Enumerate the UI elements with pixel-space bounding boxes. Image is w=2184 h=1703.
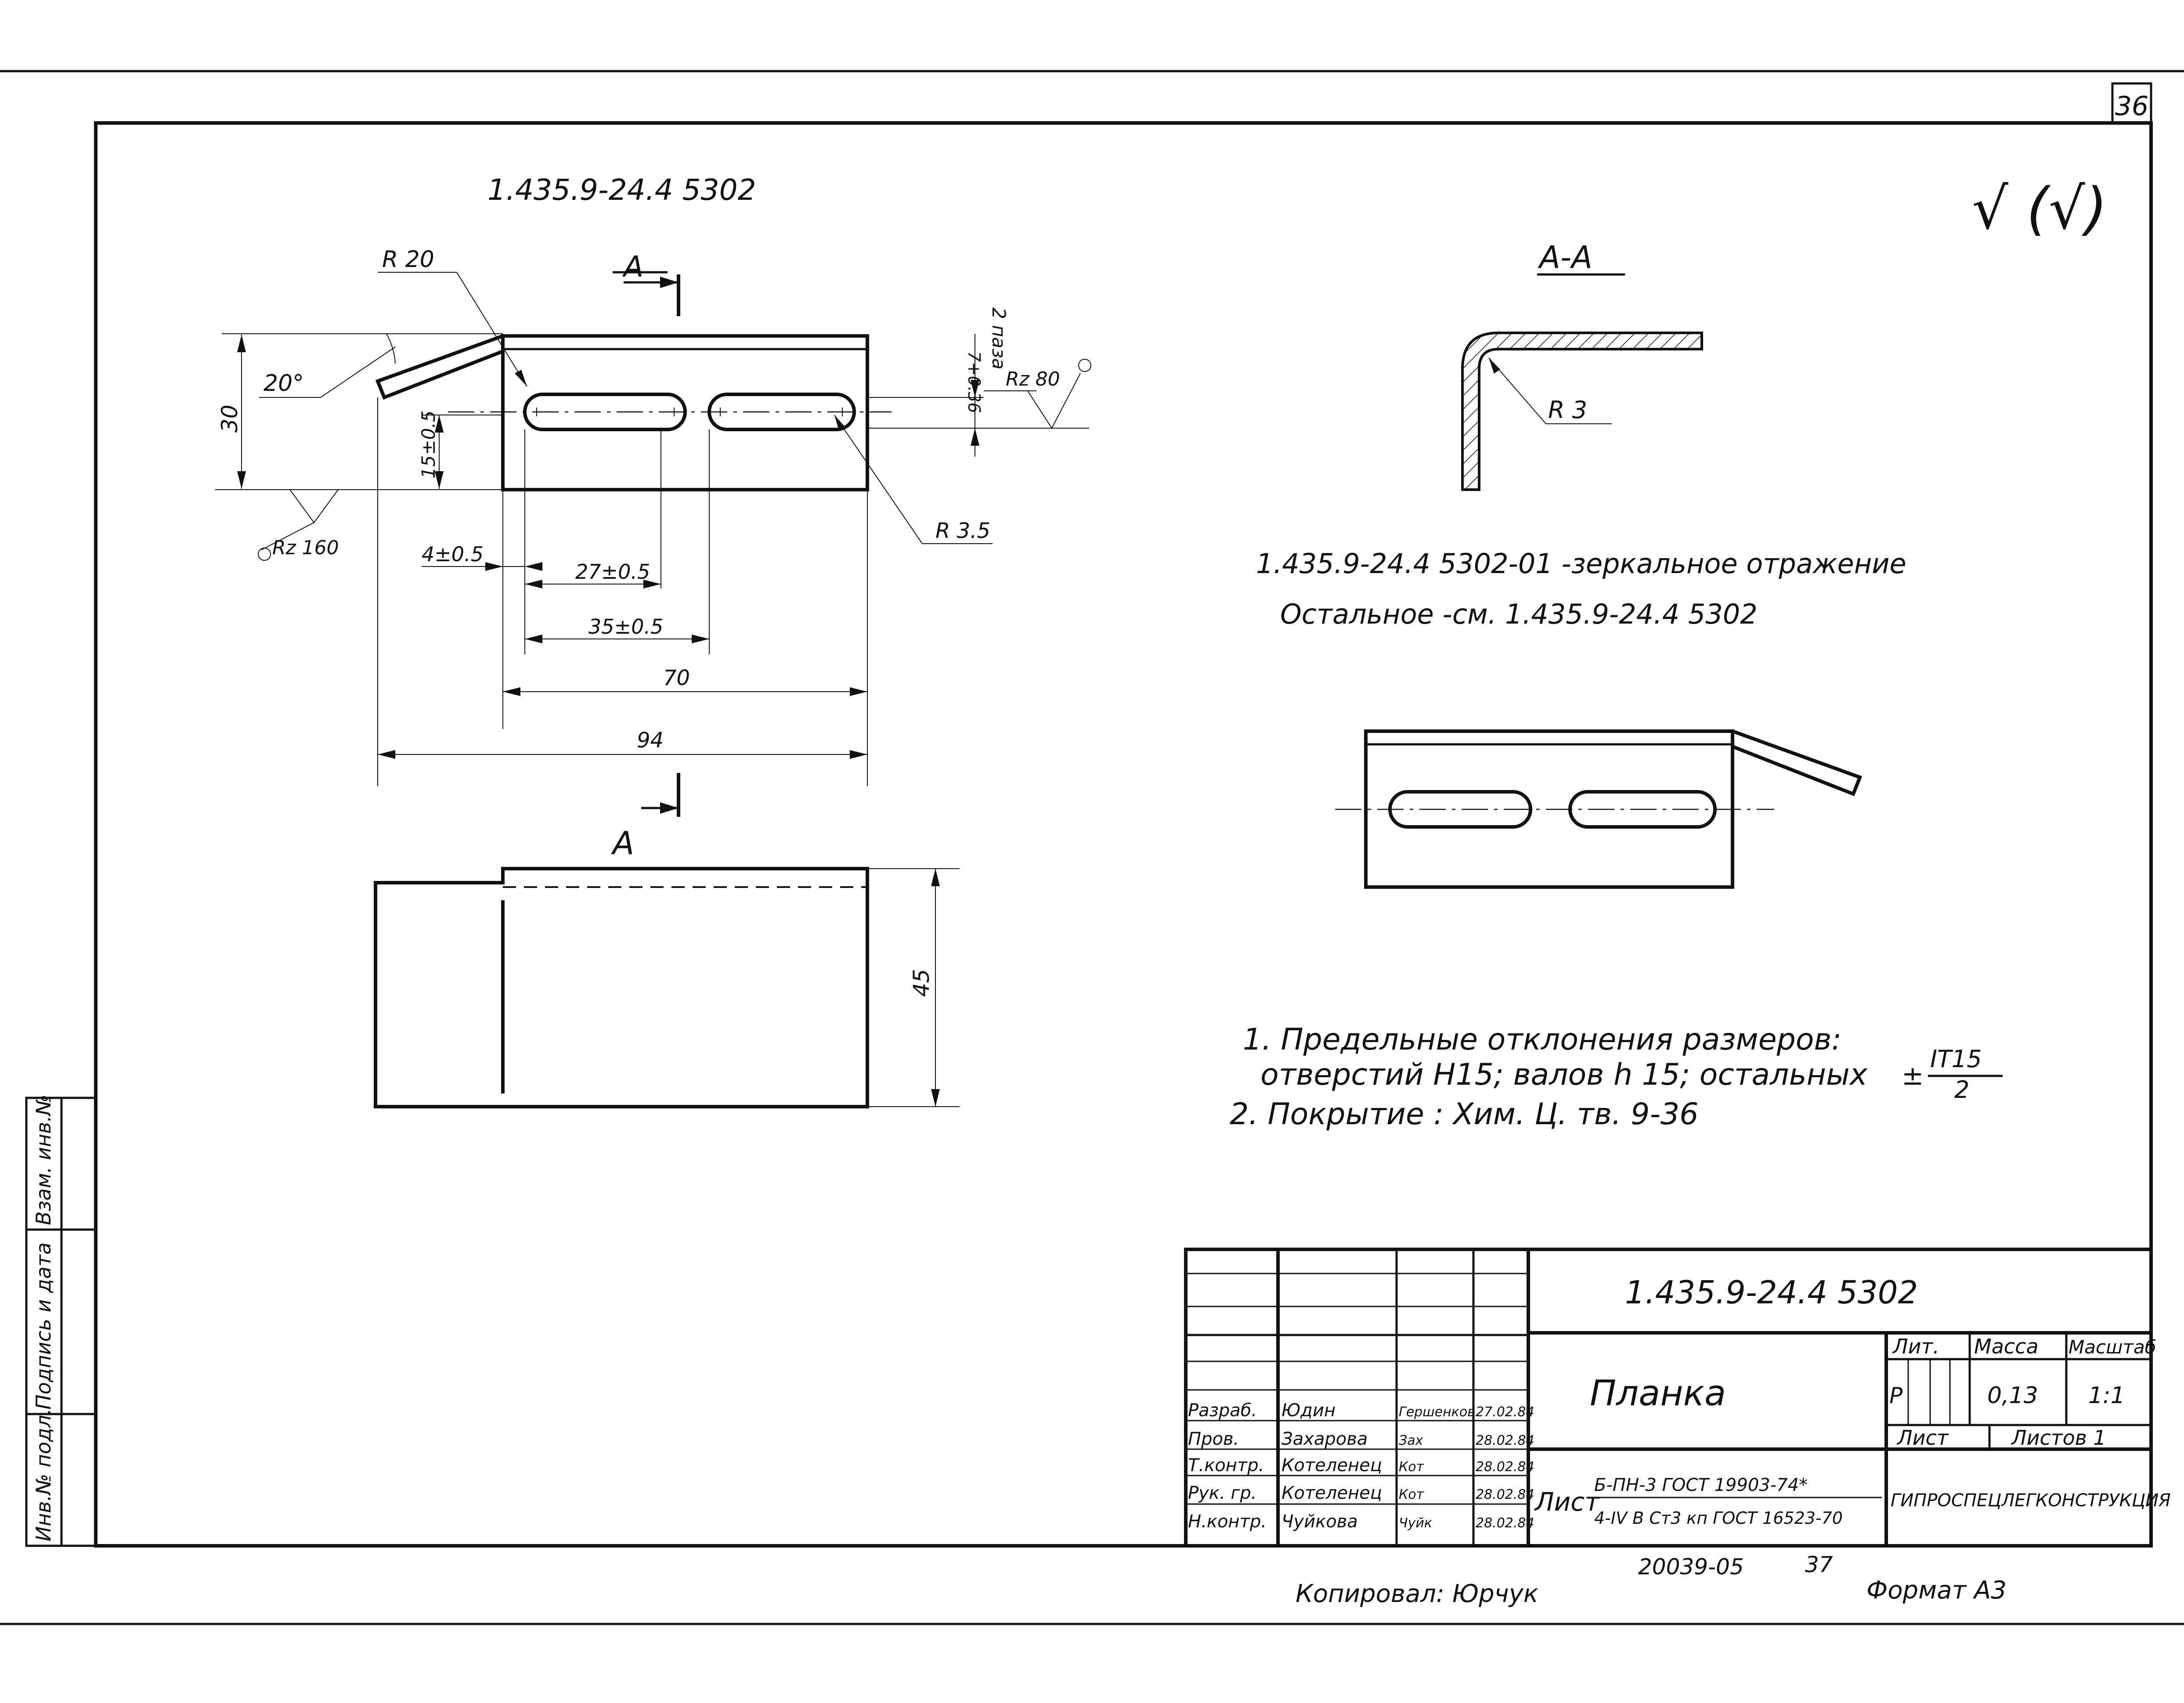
tb-staff-row-2: Т.контр. Котеленец Кот 28.02.84 bbox=[1188, 1455, 1534, 1476]
note-1a: 1. Предельные отклонения размеров: bbox=[1243, 1022, 1841, 1057]
page-number-box bbox=[2111, 82, 2152, 124]
drawing-frame bbox=[94, 121, 2153, 1548]
dim-27: 27±0.5 bbox=[575, 560, 650, 584]
note-pm: ± bbox=[1902, 1061, 1924, 1091]
tb-list: Лист bbox=[1896, 1426, 1949, 1450]
notes: 1. Предельные отклонения размеров: отвер… bbox=[1230, 1022, 2003, 1132]
tb-person: Захарова bbox=[1282, 1429, 1368, 1449]
dim-35: 35±0.5 bbox=[588, 615, 663, 639]
tb-staff-row-0: Разраб. Юдин Гершенков 27.02.84 bbox=[1188, 1400, 1534, 1421]
bottom-view: А 45 bbox=[374, 825, 960, 1108]
rough-rz80: Rz 80 bbox=[1006, 368, 1060, 390]
tb-material-prefix: Лист bbox=[1534, 1487, 1600, 1517]
dim-4: 4±0.5 bbox=[422, 542, 484, 566]
tb-staff-row-1: Пров. Захарова Зах 28.02.84 bbox=[1188, 1429, 1534, 1449]
tb-date: 27.02.84 bbox=[1476, 1404, 1534, 1420]
tb-staff-row-3: Рук. гр. Котеленец Кот 28.02.84 bbox=[1188, 1483, 1534, 1503]
roughness-symbol: √ (√) bbox=[1972, 175, 2107, 242]
note-tol-num: IT15 bbox=[1930, 1045, 1982, 1073]
tb-signature: Зах bbox=[1399, 1433, 1423, 1448]
tb-role: Разраб. bbox=[1188, 1400, 1257, 1421]
tb-head-lit: Лит. bbox=[1892, 1335, 1939, 1358]
dim-angle: 20° bbox=[264, 370, 304, 397]
tb-signature: Чуйк bbox=[1399, 1515, 1432, 1531]
section-mark-bottom: А bbox=[611, 825, 634, 862]
dim-r35: R 3.5 bbox=[935, 519, 990, 543]
variant-line-2: Остальное -см. 1.435.9-24.4 5302 bbox=[1280, 598, 1758, 630]
tb-lit-value: Р bbox=[1889, 1383, 1903, 1408]
note-tol-den: 2 bbox=[1954, 1076, 1969, 1104]
dim-45: 45 bbox=[909, 969, 934, 997]
title-block: 1.435.9-24.4 5302 Планка Лит. Масса Масш… bbox=[1184, 1248, 2171, 1548]
dim-94: 94 bbox=[637, 728, 664, 753]
note-1b: отверстий Н15; валов h 15; остальных bbox=[1260, 1057, 1868, 1092]
tb-staff-row-4: Н.контр. Чуйкова Чуйк 28.02.84 bbox=[1188, 1512, 1534, 1532]
dim-tol-top: 7+0.36 bbox=[964, 351, 984, 413]
section-radius: R 3 bbox=[1548, 396, 1587, 424]
tb-role: Н.контр. bbox=[1188, 1512, 1267, 1532]
tb-person: Котеленец bbox=[1282, 1483, 1382, 1503]
tb-date: 28.02.84 bbox=[1476, 1433, 1534, 1448]
tb-role: Рук. гр. bbox=[1188, 1483, 1257, 1503]
tb-lists: Листов 1 bbox=[2011, 1426, 2106, 1450]
sheet-format: Формат А3 bbox=[1866, 1576, 2007, 1605]
note-2: 2. Покрытие : Хим. Ц. тв. 9-36 bbox=[1230, 1097, 1699, 1132]
tb-person: Юдин bbox=[1282, 1400, 1336, 1421]
tb-org: ГИПРОСПЕЦЛЕГКОНСТРУКЦИЯ bbox=[1891, 1490, 2171, 1511]
archive-number: 20039-05 bbox=[1638, 1554, 1744, 1580]
copied-by: Копировал: Юрчук bbox=[1296, 1580, 1538, 1608]
dim-70: 70 bbox=[663, 666, 690, 690]
tb-code: 1.435.9-24.4 5302 bbox=[1625, 1274, 1918, 1311]
tb-head-scale: Масштаб bbox=[2068, 1336, 2156, 1358]
tb-signature: Кот bbox=[1399, 1459, 1425, 1475]
tb-name: Планка bbox=[1590, 1373, 1726, 1414]
tb-material-top: Б-ПН-3 ГОСТ 19903-74* bbox=[1594, 1475, 1808, 1495]
tb-date: 28.02.84 bbox=[1476, 1487, 1534, 1502]
tb-role: Т.контр. bbox=[1188, 1455, 1264, 1476]
dim-15: 15±0.5 bbox=[418, 411, 439, 479]
stamp-replace: Взам. инв.№ bbox=[32, 1094, 55, 1225]
tb-material-bottom: 4-IV В Ст3 кп ГОСТ 16523-70 bbox=[1594, 1508, 1843, 1528]
archive-sheet: 37 bbox=[1805, 1552, 1833, 1577]
mirror-view bbox=[1335, 729, 1863, 889]
page-number: 36 bbox=[2115, 91, 2148, 122]
stamp-sign-date: Подпись и дата bbox=[32, 1242, 55, 1410]
section-mark-top: А bbox=[622, 250, 643, 284]
tb-role: Пров. bbox=[1188, 1429, 1239, 1449]
rough-rz160: Rz 160 bbox=[272, 537, 339, 559]
tb-mass-value: 0,13 bbox=[1987, 1382, 2038, 1409]
side-stamp: Взам. инв.№ Подпись и дата Инв.№ подл. bbox=[25, 1094, 97, 1547]
stamp-inv-no: Инв.№ подл. bbox=[32, 1408, 55, 1541]
label-2-pazy: 2 паза bbox=[988, 307, 1010, 369]
part-code-label: 1.435.9-24.4 5302 bbox=[487, 173, 756, 207]
tb-signature: Кот bbox=[1399, 1487, 1425, 1502]
dim-r20: R 20 bbox=[382, 246, 434, 273]
section-view: А-А R 3 bbox=[1461, 239, 1703, 491]
tb-date: 28.02.84 bbox=[1476, 1515, 1534, 1531]
tb-date: 28.02.84 bbox=[1476, 1459, 1534, 1475]
tb-head-mass: Масса bbox=[1974, 1335, 2039, 1358]
tb-person: Котеленец bbox=[1282, 1455, 1382, 1476]
tb-person: Чуйкова bbox=[1282, 1512, 1358, 1532]
section-title: А-А bbox=[1538, 239, 1592, 275]
variant-line-1: 1.435.9-24.4 5302-01 -зеркальное отражен… bbox=[1256, 548, 1906, 580]
dim-30: 30 bbox=[217, 404, 242, 433]
main-view: 30 15±0.5 20° R 20 7+0.36 2 паза Rz 80 R… bbox=[215, 246, 1091, 817]
tb-signature: Гершенков bbox=[1399, 1404, 1475, 1420]
tb-scale-value: 1:1 bbox=[2088, 1382, 2125, 1409]
